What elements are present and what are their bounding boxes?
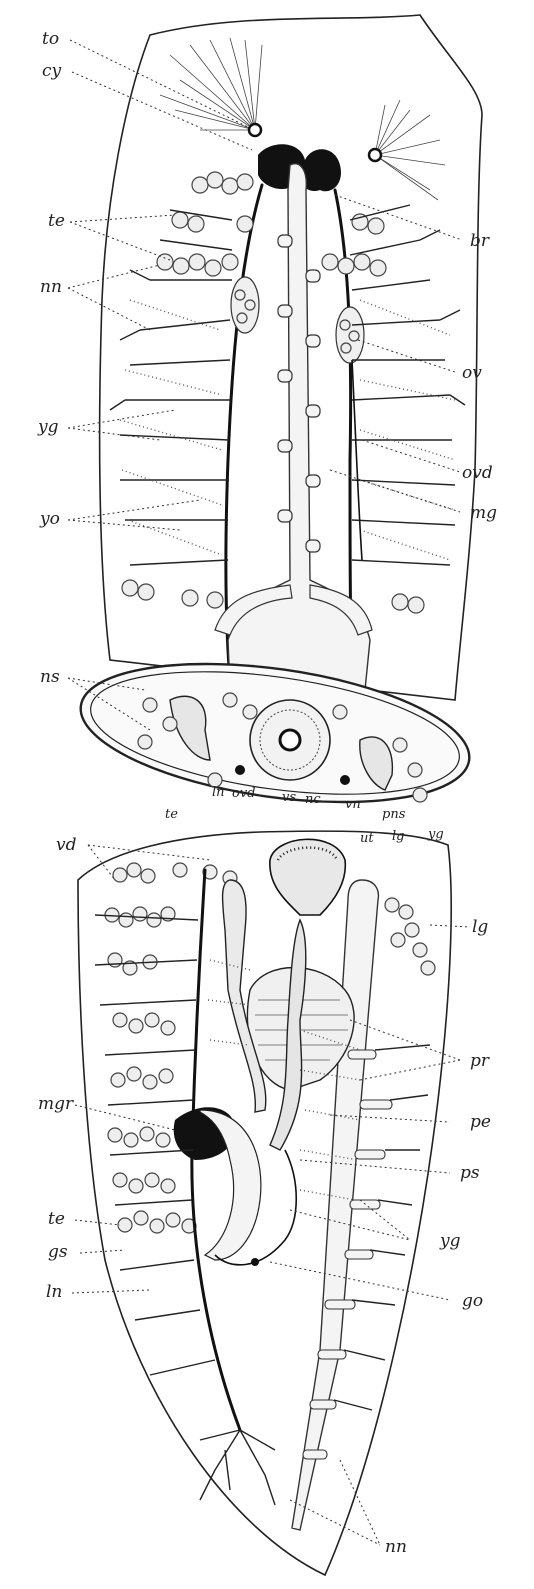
uterus <box>270 839 345 915</box>
label-section-pns: pns <box>382 807 406 822</box>
gonopore <box>251 1258 259 1266</box>
cross-section <box>72 642 478 823</box>
label-nn-1: nn <box>40 277 62 297</box>
label-section-ovd: ovd <box>232 786 256 801</box>
label-pe: pe <box>470 1112 491 1132</box>
label-ln-1: ln <box>46 1282 62 1302</box>
label-ov: ov <box>462 363 482 383</box>
label-cy: cy <box>42 61 62 81</box>
ovary-left <box>231 277 259 333</box>
label-lg: lg <box>472 917 488 937</box>
label-nn-2: nn <box>385 1537 407 1557</box>
eye-right-icon <box>369 149 381 161</box>
label-section-yg: yg <box>427 827 444 842</box>
label-te-1: te <box>48 211 65 231</box>
label-section-nc: nc <box>305 792 321 807</box>
anterior-body <box>100 15 482 700</box>
label-pr: pr <box>470 1051 490 1071</box>
label-section-lg: lg <box>392 829 404 844</box>
label-vd: vd <box>56 835 77 855</box>
label-gs: gs <box>48 1242 68 1262</box>
label-ns: ns <box>40 667 60 687</box>
label-yg-2: yg <box>439 1231 461 1251</box>
label-section-ln: ln <box>212 785 225 800</box>
label-ps: ps <box>460 1163 480 1183</box>
posterior-body <box>78 831 451 1575</box>
oviduct-right <box>352 360 362 560</box>
label-te-2: te <box>165 807 178 822</box>
label-mg: mg <box>470 503 497 523</box>
label-ovd: ovd <box>462 463 493 483</box>
label-section-vs: vs <box>282 790 296 805</box>
label-section-ut: ut <box>360 831 374 846</box>
eye-left-icon <box>249 124 261 136</box>
label-br: br <box>470 231 490 251</box>
ovary-right <box>336 307 364 363</box>
label-te-3: te <box>48 1209 65 1229</box>
label-yo: yo <box>39 509 60 529</box>
label-yg-1: yg <box>37 417 59 437</box>
label-to: to <box>42 29 59 49</box>
label-go: go <box>462 1291 483 1311</box>
label-mgr: mgr <box>38 1094 74 1114</box>
label-section-vn: vn <box>345 797 361 812</box>
testes-anterior <box>122 172 424 613</box>
